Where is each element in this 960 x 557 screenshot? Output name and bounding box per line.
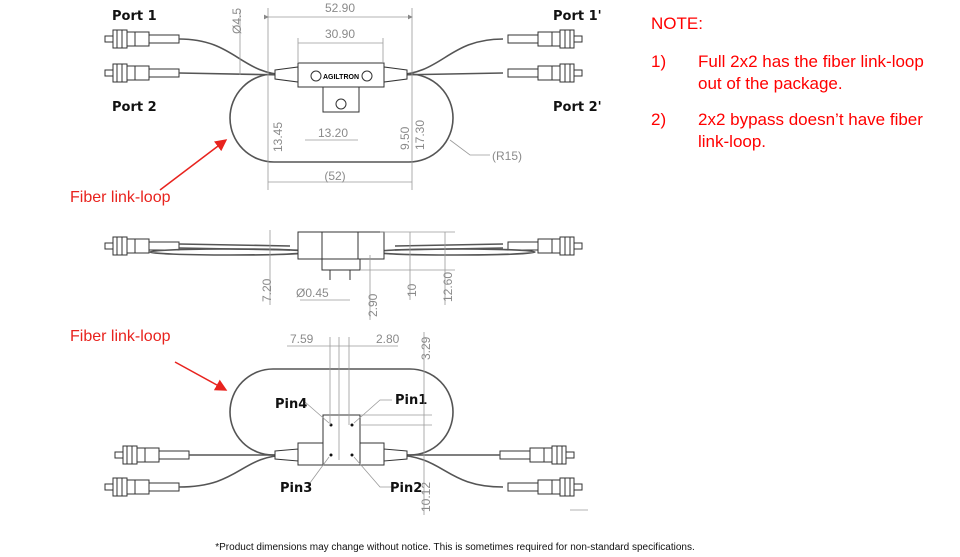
dim-phi-4-5: Ø4.5: [230, 8, 244, 34]
note-1-number: 1): [651, 52, 667, 71]
bottom-view: Fiber link-loop Pin4 Pin1 Pin3 Pin2 7.59…: [70, 328, 588, 515]
fiber-loop-label-top: Fiber link-loop: [70, 189, 171, 206]
dim-7-20: 7.20: [260, 278, 274, 302]
connector: [114, 445, 190, 465]
connector: [104, 477, 180, 497]
package-body: [297, 231, 385, 260]
pin-block: [322, 414, 361, 466]
connector: [507, 477, 583, 497]
connector: [507, 236, 583, 256]
dim-3-29: 3.29: [419, 336, 433, 360]
arrow-icon: [174, 361, 228, 391]
note-2-text: 2x2 bypass doesn’t have fiber link-loop.: [698, 110, 923, 151]
dim-13-45: 13.45: [271, 122, 285, 152]
pin4-label: Pin4: [275, 397, 307, 412]
port2-label: Port 2: [112, 100, 157, 115]
note-title: NOTE:: [651, 14, 703, 33]
dim-phi-0-45: Ø0.45: [296, 286, 329, 300]
dim-r15: (R15): [492, 149, 522, 163]
port1-label: Port 1: [112, 9, 157, 24]
pin1-label: Pin1: [395, 393, 427, 408]
connector-port2p: [507, 63, 583, 83]
note-2-number: 2): [651, 110, 667, 129]
dim-52-90: 52.90: [325, 1, 355, 15]
dim-52: (52): [324, 169, 345, 183]
dim-12-60: 12.60: [441, 272, 455, 302]
footer-disclaimer: *Product dimensions may change without n…: [215, 542, 695, 553]
arrow-icon: [159, 139, 228, 191]
connector: [104, 236, 180, 256]
fiber: [394, 38, 504, 76]
connector: [499, 445, 575, 465]
side-view: 7.20 Ø0.45 2.90 10 12.60: [104, 230, 583, 320]
pin2-label: Pin2: [390, 481, 422, 496]
dim-2-90: 2.90: [366, 293, 380, 317]
connector-port1: [104, 29, 180, 49]
dim-10-12: 10.12: [419, 482, 433, 512]
port1p-label: Port 1': [553, 9, 602, 24]
dim-10: 10: [405, 283, 419, 297]
dim-7-59: 7.59: [290, 332, 314, 346]
fiber-loop-label-bottom: Fiber link-loop: [70, 328, 171, 345]
note-1-text: Full 2x2 has the fiber link-loop out of …: [698, 52, 924, 93]
brand-logo: AGILTRON: [323, 74, 359, 81]
connector-port2: [104, 63, 180, 83]
dim-13-20: 13.20: [318, 126, 348, 140]
dim-9-50: 9.50: [398, 126, 412, 150]
dim-2-80: 2.80: [376, 332, 400, 346]
connector-port1p: [507, 29, 583, 49]
port2p-label: Port 2': [553, 100, 602, 115]
pin3-label: Pin3: [280, 481, 312, 496]
fiber: [178, 38, 288, 76]
dim-30-90: 30.90: [325, 27, 355, 41]
top-view: Port 1 Port 2 Port 1' Port 2' AGILTRON 5…: [70, 1, 602, 206]
dim-17-30: 17.30: [413, 120, 427, 150]
